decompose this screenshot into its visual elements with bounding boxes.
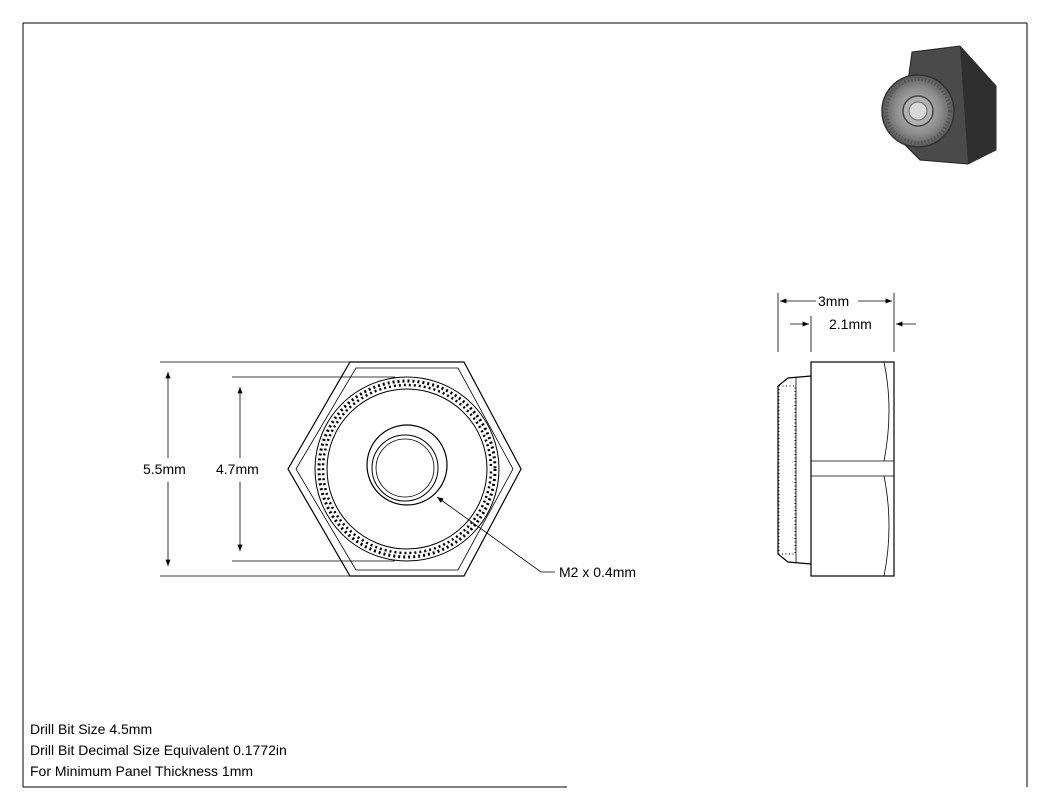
front-view: 5.5mm 4.7mm M2 x 0.4mm (143, 361, 636, 580)
isometric-view (881, 45, 997, 165)
side-hex-chamfer-bottom (883, 475, 890, 577)
bore-mid-circle (371, 434, 439, 502)
note-panel-thickness: For Minimum Panel Thickness 1mm (30, 763, 254, 779)
bore-inner-circle (375, 438, 435, 498)
side-hex-chamfer-top (883, 361, 890, 462)
iso-hex-face (960, 46, 996, 164)
bore-outer-circle (366, 424, 448, 506)
iso-bore-inner (908, 101, 928, 121)
knurl-inner-circle (326, 388, 488, 550)
knurl-teeth-a (317, 379, 497, 559)
drawing-notes: Drill Bit Size 4.5mm Drill Bit Decimal S… (30, 719, 287, 782)
dimension-hex-length (790, 316, 916, 352)
thread-leader-line (436, 496, 555, 573)
dimension-overall-length (777, 293, 895, 352)
front-hex-chamfer (295, 367, 514, 571)
dimension-inner (232, 376, 395, 562)
iso-knurl-teeth (884, 77, 952, 145)
knurl-outer-circle (314, 376, 500, 562)
side-view: 3mm 2.1mm (777, 293, 916, 577)
side-knurl-outline (777, 375, 812, 565)
thread-callout-label: M2 x 0.4mm (559, 564, 636, 580)
side-knurl-teeth (778, 385, 796, 555)
knurl-teeth-b (321, 383, 493, 555)
front-hex-outline (287, 361, 522, 577)
outer-dimension-label: 5.5mm (143, 461, 186, 477)
note-drill-decimal: Drill Bit Decimal Size Equivalent 0.1772… (30, 742, 287, 758)
inner-dimension-label: 4.7mm (216, 461, 259, 477)
dimension-outer (160, 361, 350, 577)
overall-length-label: 3mm (818, 293, 849, 309)
hex-length-label: 2.1mm (829, 316, 872, 332)
side-hex-body (810, 361, 895, 577)
note-drill-bit-size: Drill Bit Size 4.5mm (30, 721, 153, 737)
sheet-border (22, 22, 1028, 788)
